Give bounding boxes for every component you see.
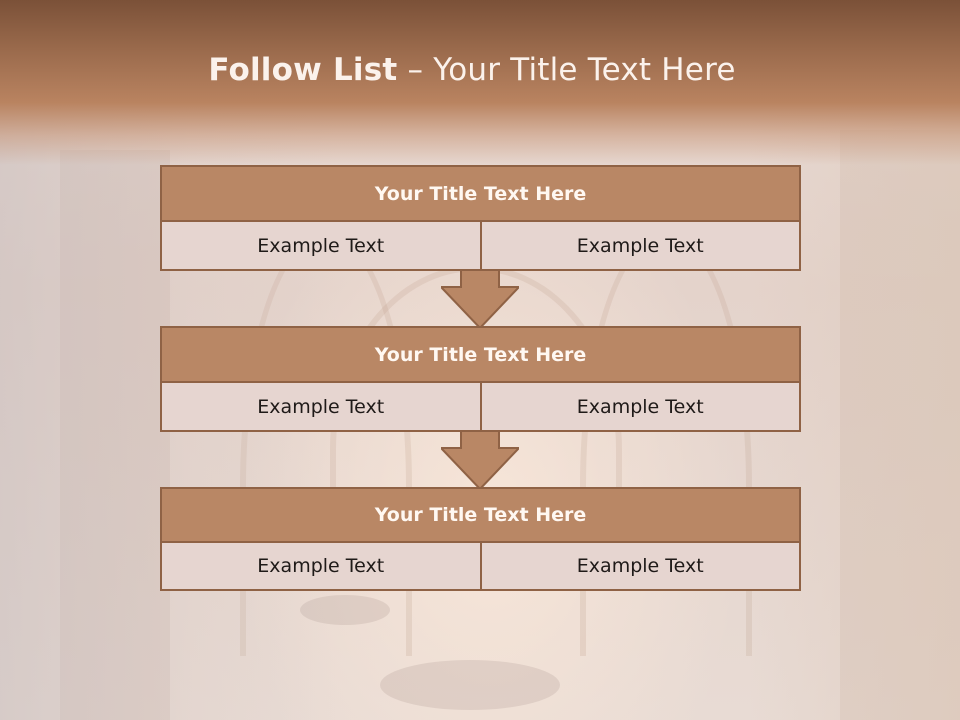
cell-right: Example Text (481, 543, 801, 591)
block-title: Your Title Text Here (160, 326, 801, 383)
cell-right: Example Text (481, 222, 801, 271)
block-row: Example Text Example Text (160, 383, 801, 432)
block-row: Example Text Example Text (160, 543, 801, 591)
slide-title-bold: Follow List (208, 52, 398, 88)
arrow-down-icon (441, 431, 519, 489)
block-title: Your Title Text Here (160, 487, 801, 543)
cell-right: Example Text (481, 383, 801, 432)
slide-title: Follow List – Your Title Text Here (0, 52, 944, 88)
list-block: Your Title Text Here Example Text Exampl… (160, 165, 801, 271)
cell-left: Example Text (160, 383, 482, 432)
cell-left: Example Text (160, 543, 482, 591)
arrow-down-icon (441, 270, 519, 328)
list-block: Your Title Text Here Example Text Exampl… (160, 487, 801, 591)
slide-title-rest: – Your Title Text Here (397, 52, 736, 88)
header-band (0, 0, 960, 165)
block-row: Example Text Example Text (160, 222, 801, 271)
cell-left: Example Text (160, 222, 482, 271)
list-block: Your Title Text Here Example Text Exampl… (160, 326, 801, 432)
block-title: Your Title Text Here (160, 165, 801, 222)
